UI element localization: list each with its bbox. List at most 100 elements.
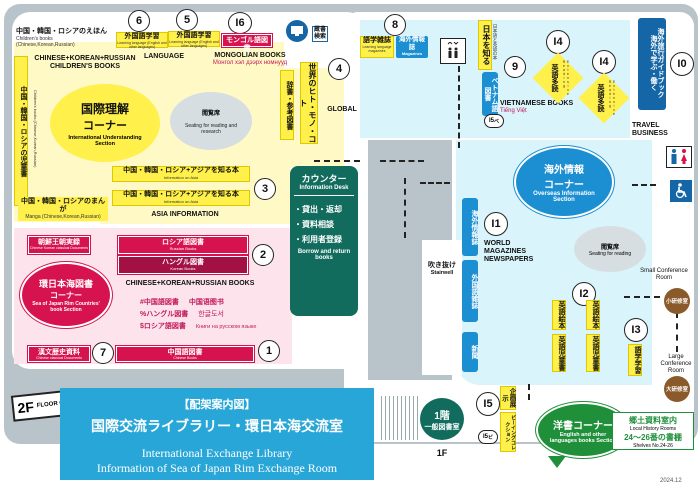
shelf-number-13: I3 — [624, 318, 648, 342]
global-label: GLOBAL — [327, 106, 357, 113]
computer-icon[interactable] — [286, 20, 308, 42]
shelf-1-en: Chinese Books — [173, 355, 197, 360]
mongolian-sub: Монгол хэл дээрх номнууд — [212, 60, 288, 67]
shelf-7-jp: 漢文歴史資料 — [38, 349, 80, 356]
shelf-6-en: Learning language (English and other lan… — [117, 41, 167, 50]
shelf-8-mag2-en: Magazines — [401, 50, 423, 56]
shelf-5-en: Learning language (English and other lan… — [169, 40, 219, 49]
restroom-icon[interactable] — [666, 146, 692, 168]
local-history-shelves: 24〜26番の書棚 — [624, 433, 682, 442]
shelf-number-11: I1 — [484, 212, 508, 236]
shelf-8-lang-mag: 語学雑誌 Learning language magazines — [360, 36, 394, 58]
korean-jp: ハングル図書 — [162, 259, 204, 266]
asia-info-label: ASIA INFORMATION — [151, 211, 219, 218]
title-en2: Information of Sea of Japan Rim Exchange… — [96, 461, 338, 475]
ckr-children-label: CHINESE+KOREAN+RUSSIAN CHILDREN'S BOOKS — [34, 55, 136, 71]
shelf-number-8: 8 — [384, 14, 406, 36]
shelf-8-mag2-jp: 海外情報誌 — [399, 36, 425, 51]
shelf-15a-num: I5 — [488, 118, 494, 124]
vietnamese-sub: Tiếng Việt — [500, 108, 527, 115]
shelf-11-overseas-mag: 海外情報誌 — [462, 198, 478, 256]
russian-jp: ロシア語図書 — [162, 239, 204, 246]
small-conf-label: Small Conference Room — [640, 268, 688, 281]
vietnamese-en: VIETNAMESE BOOKS — [500, 100, 574, 107]
shelf-number-2: 2 — [252, 244, 274, 266]
mongolian-label: MONGOLIAN BOOKS Монгол хэл дээрх номнууд — [200, 52, 300, 67]
shelf-14b-en: Extensive Reading — [608, 80, 616, 116]
shelf-16-mongolian: モンゴル語図書 — [222, 34, 272, 52]
stairwell-label: 吹き抜け Stairwell — [424, 262, 460, 276]
korean-en: Korean Books — [170, 265, 196, 271]
title-jp: 国際交流ライブラリー・環日本海交流室 — [91, 418, 343, 434]
local-history-box: 郷土資料室内 Local History Rooms 24〜26番の書棚 She… — [612, 412, 694, 450]
local-history-shelves-en: Shelves No.24-26 — [633, 443, 673, 449]
shelf-14a-label: 英語多読 — [551, 64, 559, 92]
shelf-2-russian: ロシア語図書 Russian Books — [118, 236, 248, 254]
children-books-en: Children's books (Chinese,Korean,Russian… — [16, 36, 75, 49]
arrow-conf-down — [676, 312, 678, 352]
stairwell-en: Stairwell — [430, 270, 454, 277]
shelf-15c-sub: ビ — [488, 434, 494, 441]
overseas-jp2: コーナー — [544, 180, 584, 191]
arrow-down-1 — [404, 178, 406, 238]
shelf-4-world: 世界のヒト・モノ・コト — [298, 62, 318, 144]
intl-understanding-circle: 国際理解 コーナー International Understanding Se… — [50, 84, 160, 162]
shelf-number-15b: I5 — [476, 392, 500, 416]
shelf-8-overseas-mag: 海外情報誌 Magazines — [396, 36, 428, 58]
elevator-icon[interactable] — [440, 38, 466, 64]
first-floor-label: 1F — [436, 448, 448, 458]
stairs — [378, 396, 418, 440]
shelf-3-top: 中国・韓国・ロシア+アジアを知る本 Information on Asia — [112, 166, 250, 182]
ckr-books-label: CHINESE+KOREAN+RUSSIAN BOOKS — [125, 280, 255, 287]
shelf-number-16: I6 — [228, 12, 252, 34]
shelf-6: 外国語学習 Learning language (English and oth… — [116, 32, 168, 50]
arrow-travel — [632, 184, 656, 186]
reading-jp: 閲覧席 — [201, 110, 220, 117]
shelf-15a-sub: ベ — [494, 118, 500, 125]
shelf-13-lang: 語学学習 — [628, 344, 642, 376]
title-banner: 【配架案内図】 国際交流ライブラリー・環日本海交流室 International… — [60, 388, 374, 480]
arrow-left-mid — [314, 160, 360, 162]
vietnamese-label: VIETNAMESE BOOKS Tiếng Việt — [500, 100, 580, 115]
western-en: English and other languages books Sectio… — [549, 431, 617, 444]
shelf-14a-en: Extensive Reading — [562, 60, 570, 96]
mongolian-en: MONGOLIAN BOOKS — [214, 52, 286, 59]
sea-japan-jp2: コーナー — [50, 291, 82, 300]
manga-en: Manga (Chinese,Korean,Russian) — [25, 214, 101, 221]
russian-en: Russian Books — [169, 245, 197, 251]
reading-circle-left: 閲覧席 Seating for reading and research — [170, 92, 252, 150]
small-conf-room[interactable]: 小研修室 — [664, 288, 690, 314]
shelf-9-japan-sub: 日本語と英語の本 — [493, 24, 498, 60]
shelf-number-10: I0 — [670, 52, 694, 76]
intl-title-jp2: コーナー — [83, 119, 127, 132]
shelf-7-en: Chinese classical Documents — [36, 355, 82, 360]
ground-floor-jp2: 一般図書室 — [424, 423, 460, 431]
children-shelf-en: Children's books (Chinese,Korean,Russian… — [33, 90, 38, 168]
shelf-number-4: 4 — [328, 58, 350, 80]
desk-item-1: ・貸出・返却 — [294, 205, 342, 214]
world-mag-label: WORLD MAGAZINES NEWSPAPERS — [484, 240, 534, 264]
overseas-info-circle: 海外情報 コーナー Overseas Information Section — [514, 146, 614, 218]
language-label: LANGUAGE — [143, 53, 185, 60]
shelf-2-korean: ハングル図書 Korean Books — [118, 256, 248, 274]
shelf-number-9: 9 — [504, 56, 526, 78]
shelf-10-jp: 海外旅行ガイドブック — [657, 28, 664, 98]
shelf-14b-label: 英語多読 — [597, 84, 605, 112]
children-shelf-vertical: 中国・韓国・ロシアの児童書 — [14, 56, 28, 206]
shelf-5-jp: 外国語学習 — [176, 32, 212, 39]
ground-floor-room[interactable]: 1階 一般図書室 — [420, 398, 464, 440]
shelf-7: 漢文歴史資料 Chinese classical Documents — [28, 346, 90, 362]
children-shelf-jp: 中国・韓国・ロシアの児童書 — [20, 85, 27, 177]
desk-item-3: ・利用者登録 — [294, 235, 342, 244]
travel-label: TRAVEL BUSINESS — [632, 122, 668, 138]
shelf-11-newspaper: 新聞 — [462, 332, 478, 372]
arrow-down-top — [458, 66, 460, 148]
large-conf-room[interactable]: 大研修室 — [664, 376, 690, 402]
information-desk[interactable]: カウンター Information Desk ・貸出・返却 ・資料相談 ・利用者… — [290, 166, 358, 316]
large-conf-label: Large Conference Room — [660, 354, 692, 374]
overseas-jp: 海外情報 — [544, 165, 584, 176]
shelf-9-japan: 日本を知る — [478, 20, 492, 70]
arrow-right-mid — [380, 160, 424, 162]
wheelchair-icon[interactable] — [670, 180, 692, 202]
